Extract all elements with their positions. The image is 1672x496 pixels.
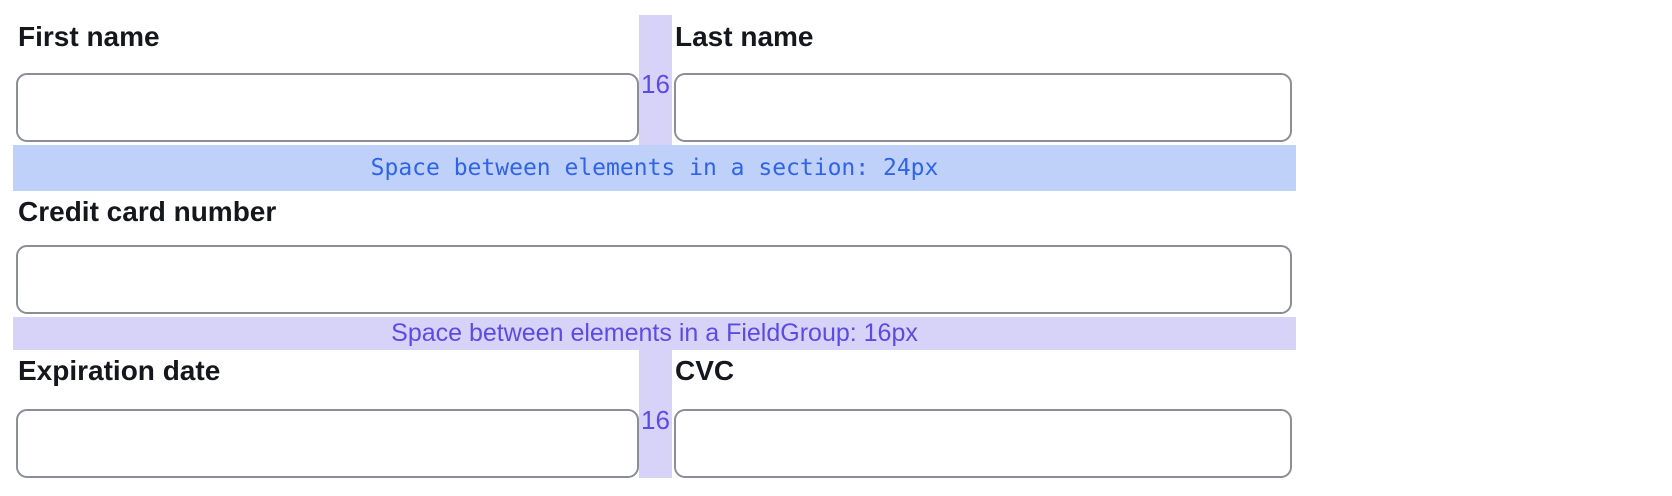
gap-size-label-top: 16 [641, 69, 670, 99]
last-name-input[interactable] [674, 73, 1292, 142]
section-spacing-text: Space between elements in a section: 24p… [370, 155, 939, 181]
gap-size-label-bottom: 16 [641, 405, 670, 435]
cvc-input[interactable] [674, 409, 1292, 478]
cvc-label: CVC [675, 355, 735, 386]
card-number-input[interactable] [16, 245, 1292, 314]
expiration-date-input[interactable] [16, 409, 639, 478]
last-name-label: Last name [675, 21, 814, 52]
fieldgroup-spacing-text: Space between elements in a FieldGroup: … [391, 319, 918, 347]
card-number-label: Credit card number [18, 196, 277, 227]
section-spacing-band: Space between elements in a section: 24p… [13, 145, 1296, 191]
first-name-input[interactable] [16, 73, 639, 142]
expiration-date-label: Expiration date [18, 355, 221, 386]
fieldgroup-spacing-band: Space between elements in a FieldGroup: … [13, 317, 1296, 350]
fieldgroup-gap-band-bottom [639, 350, 672, 478]
first-name-label: First name [18, 21, 160, 52]
fieldgroup-gap-band-top [639, 15, 672, 145]
